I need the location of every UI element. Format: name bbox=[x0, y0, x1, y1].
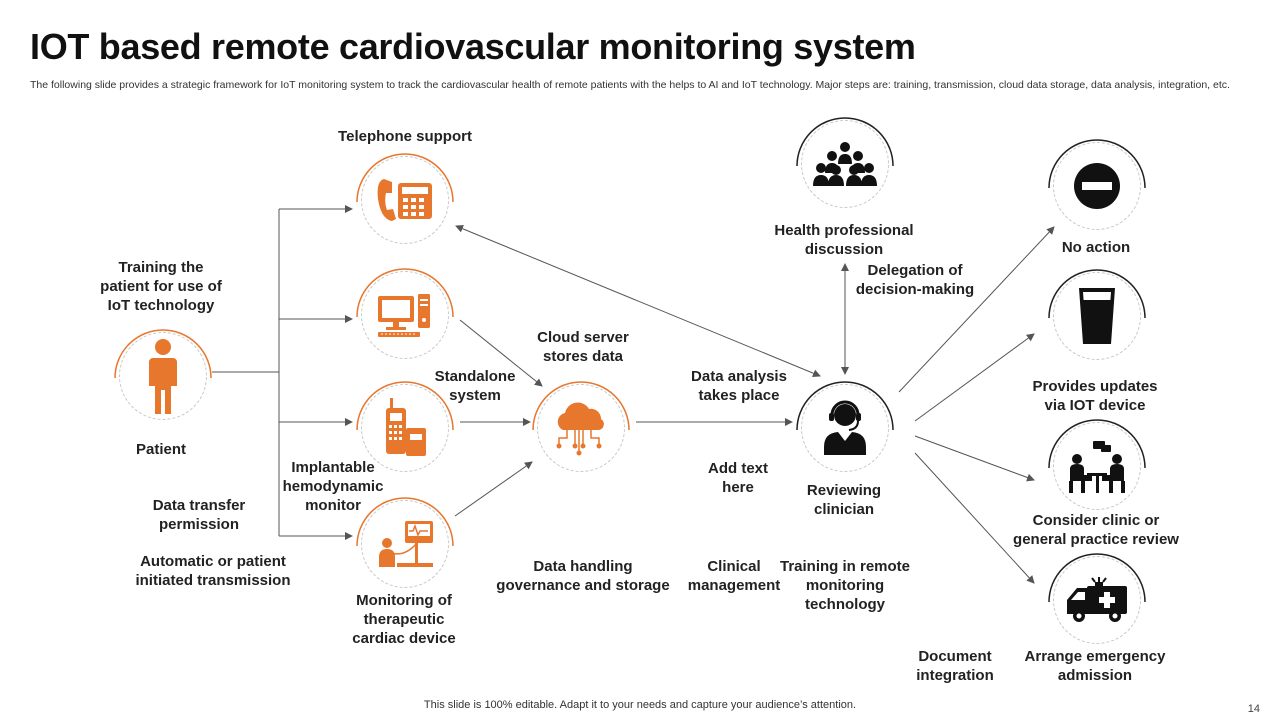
clinician-headset-icon bbox=[824, 400, 866, 455]
arrow-monitor-cloud bbox=[454, 461, 533, 517]
computer-node bbox=[361, 271, 449, 359]
person-icon bbox=[149, 339, 177, 414]
arrow-clinician-telephone bbox=[455, 224, 821, 378]
cloud-node bbox=[537, 384, 625, 472]
footer-note: This slide is 100% editable. Adapt it to… bbox=[423, 699, 857, 711]
cloud-server-icon bbox=[556, 402, 604, 456]
label-patient: Patient bbox=[135, 441, 187, 458]
team-node bbox=[801, 120, 889, 208]
minus-circle-icon bbox=[1074, 163, 1120, 209]
arrow-to-updates bbox=[914, 333, 1035, 422]
page-number: 14 bbox=[1247, 703, 1260, 715]
telephone-icon bbox=[377, 179, 432, 221]
no-action-node bbox=[1053, 142, 1141, 230]
patient-monitor-icon bbox=[379, 521, 433, 567]
label-no-action: No action bbox=[1061, 239, 1131, 256]
arrow-to-emergency bbox=[914, 452, 1035, 584]
emergency-node bbox=[1053, 556, 1141, 644]
glass-icon bbox=[1079, 288, 1115, 344]
monitor-node bbox=[361, 500, 449, 588]
patient-node bbox=[119, 332, 207, 420]
arrow-to-no-action bbox=[898, 226, 1055, 393]
phone-node bbox=[361, 384, 449, 472]
arrow-to-clinic bbox=[914, 435, 1035, 482]
group-discussion-icon bbox=[813, 142, 877, 186]
landline-phone-icon bbox=[386, 398, 426, 456]
slide-title: IOT based remote cardiovascular monitori… bbox=[30, 26, 916, 67]
ambulance-icon bbox=[1067, 577, 1127, 622]
telephone-node bbox=[361, 156, 449, 244]
updates-node bbox=[1053, 272, 1141, 360]
clinician-node bbox=[801, 384, 889, 472]
computer-icon bbox=[378, 294, 430, 337]
slide-subtitle: The following slide provides a strategic… bbox=[30, 79, 1230, 91]
meeting-icon bbox=[1069, 441, 1125, 493]
clinic-node bbox=[1053, 422, 1141, 510]
label-telephone-support: Telephone support bbox=[338, 128, 472, 145]
